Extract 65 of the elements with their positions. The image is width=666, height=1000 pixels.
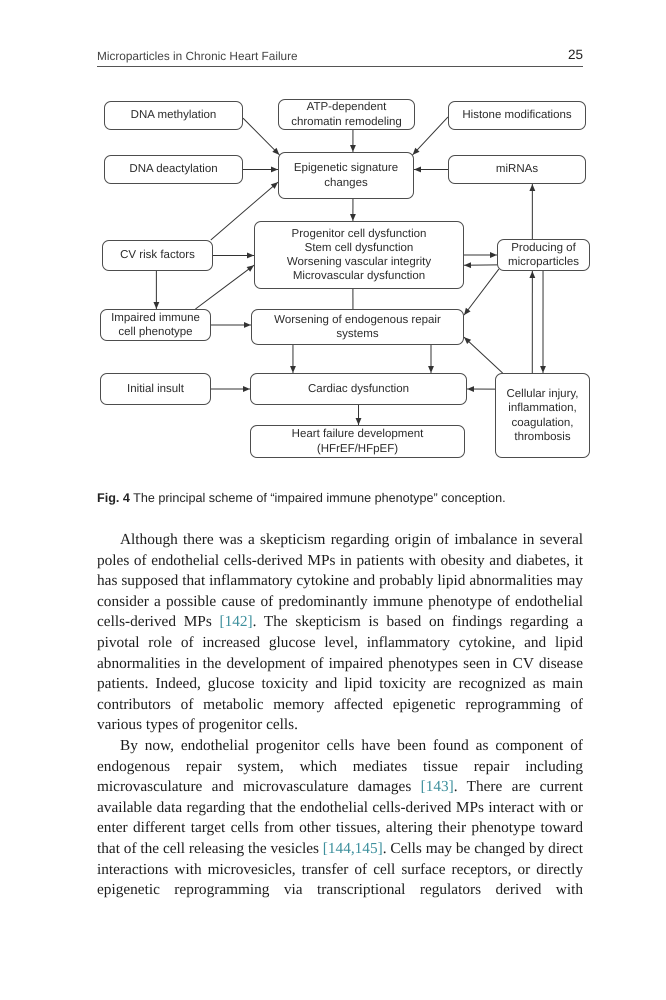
box-label: Cellular injury, inflammation, coagulation, thrombosis xyxy=(505,387,580,444)
box-label: CV risk factors xyxy=(120,248,195,262)
process-box xyxy=(104,101,243,130)
citation-link: [142] xyxy=(220,613,253,630)
box-label: Microvascular dysfunction xyxy=(292,269,426,284)
arrow xyxy=(350,130,356,152)
process-box xyxy=(495,373,590,458)
arrow xyxy=(464,268,500,316)
process-box xyxy=(497,239,590,271)
box-label: ATP-dependent chromatin remodeling xyxy=(290,100,403,129)
arrow xyxy=(242,166,278,172)
connector-line xyxy=(352,288,354,310)
body-paragraph: Although there was a skepticism regarding origin of imbalance in several poles of endothelial cells-derived MPs in patients with obesity and diabetes, it has supposed that inflammatory cytokine and probably lipid abnormalities may consider a possible cause of predominantly immune phenotype of endothelial cells-derived MPs [142]. The skepticism is based on findings regarding a pivotal role of increased glucose level, inflammatory cytokine, and lipid abnormalities in the development of impaired phenotypes seen in CV disease patients. Indeed, glucose toxicity and lipid toxicity are recognized as main contributors of metabolic memory affected epigenetic reprogramming of various types of progenitor cells. xyxy=(97,530,583,736)
arrow xyxy=(428,344,434,374)
box-label: DNA methylation xyxy=(130,108,216,122)
running-head: Microparticles in Chronic Heart Failure xyxy=(97,49,298,63)
arrow xyxy=(529,184,536,240)
arrow xyxy=(350,198,356,222)
process-box xyxy=(100,309,211,341)
arrow xyxy=(540,270,546,374)
arrow xyxy=(210,322,252,328)
arrow xyxy=(194,264,254,310)
arrow xyxy=(210,386,250,392)
process-box xyxy=(278,99,415,130)
process-box xyxy=(254,221,464,289)
arrow xyxy=(464,262,498,268)
body-paragraph: By now, endothelial progenitor cells have been found as component of endogenous repair system, which mediates tissue repair including microvasculature and microvasculature damages [143]. There are current available data regarding that the endothelial cells-derived MPs interact with or enter different target cells from other tissues, altering their phenotype toward that of the cell releasing the vesicles [144,145]. Cells may be changed by direct interactions with microvesicles, transfer of cell surface receptors, or directly epigenetic reprogramming via transcriptional regulators derived with xyxy=(97,736,583,900)
process-box xyxy=(448,155,586,184)
arrow xyxy=(242,118,280,156)
box-label: Stem cell dysfunction xyxy=(304,240,414,255)
process-box xyxy=(104,155,243,184)
arrow xyxy=(212,252,254,258)
arrow xyxy=(414,166,448,172)
arrow xyxy=(464,252,498,258)
arrow xyxy=(464,336,504,374)
arrow xyxy=(210,182,278,240)
process-box xyxy=(250,425,465,458)
box-label: Progenitor cell dysfunction xyxy=(292,226,426,241)
box-label: Histone modifications xyxy=(462,108,572,122)
arrow xyxy=(466,386,496,392)
arrow xyxy=(412,116,448,156)
page-number: 25 xyxy=(568,47,583,62)
process-box xyxy=(250,373,467,405)
box-label: Impaired immune cell phenotype xyxy=(110,310,201,340)
arrow xyxy=(290,344,296,374)
box-label: miRNAs xyxy=(496,162,538,176)
process-box xyxy=(100,373,211,405)
figure-caption: Fig. 4 The principal scheme of “impaired immune phenotype” conception. xyxy=(97,491,507,505)
arrow xyxy=(153,270,160,310)
process-box xyxy=(251,309,464,345)
box-label: Epigenetic signature changes xyxy=(292,161,400,190)
arrow xyxy=(356,404,362,426)
process-box xyxy=(102,240,213,271)
box-label: Worsening vascular integrity xyxy=(286,255,432,270)
process-box xyxy=(448,101,586,130)
box-label: Worsening of endogenous repair systems xyxy=(273,312,442,342)
citation-link: [143] xyxy=(420,778,454,796)
box-label: DNA deactylation xyxy=(129,162,218,176)
citation-link: [144,145] xyxy=(322,840,383,857)
box-label: Heart failure development (HFrEF/HFpEF) xyxy=(290,427,424,456)
box-label: Initial insult xyxy=(127,382,184,396)
process-box xyxy=(278,152,414,199)
arrow xyxy=(529,270,536,374)
box-label: Cardiac dysfunction xyxy=(308,382,409,396)
box-label: Producing of microparticles xyxy=(507,240,580,270)
